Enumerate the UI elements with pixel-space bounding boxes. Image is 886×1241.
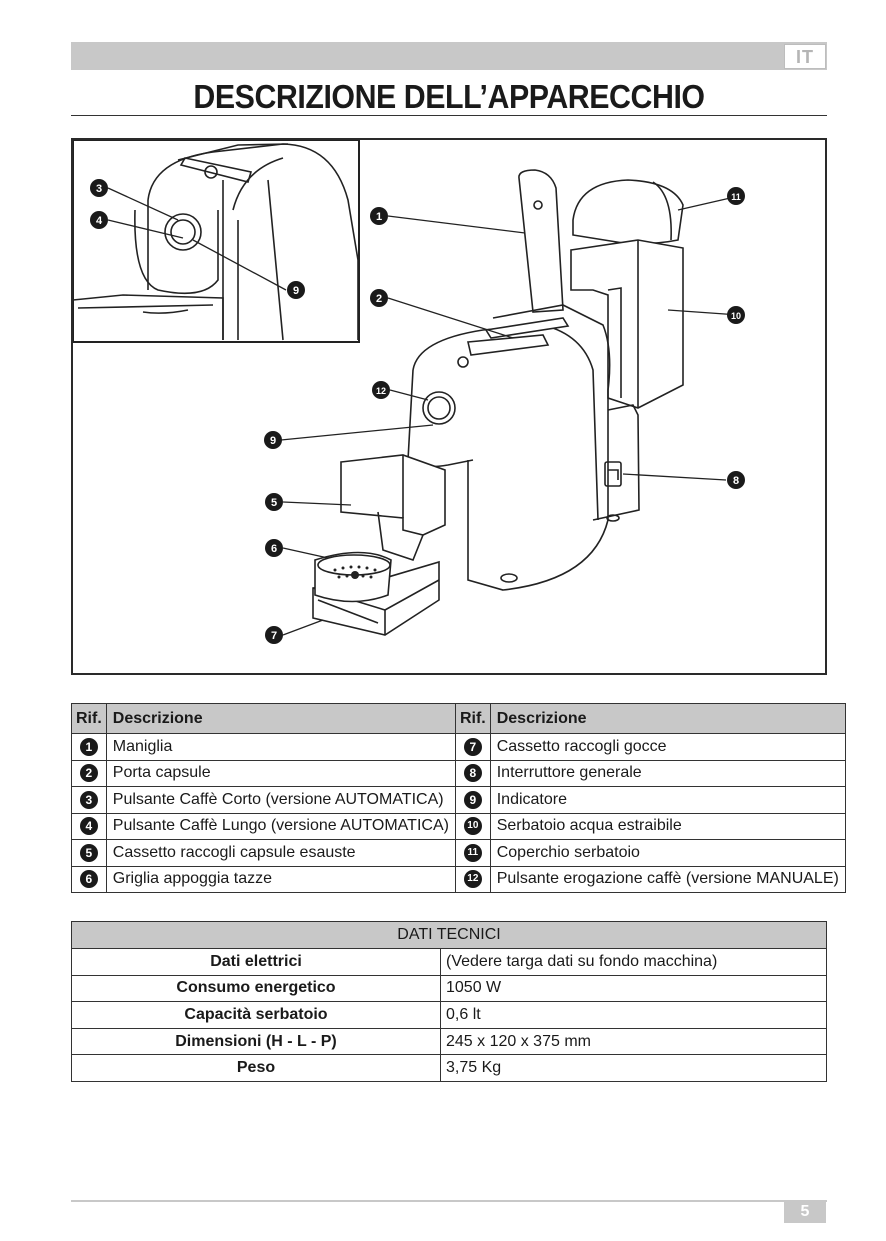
table-row: Dati elettrici (Vedere targa dati su fon… (71, 948, 827, 976)
table-row: 1 Maniglia 7 Cassetto raccogli gocce (71, 733, 846, 761)
spec-label: Dati elettrici (71, 948, 441, 976)
table-row: 5 Cassetto raccogli capsule esauste 11 C… (71, 839, 846, 867)
ref-badge: 4 (79, 817, 98, 836)
callout-1: 1 (370, 207, 388, 225)
svg-text:11: 11 (731, 192, 741, 202)
spec-label: Dimensioni (H - L - P) (71, 1027, 441, 1056)
spec-value: (Vedere targa dati su fondo macchina) (440, 948, 827, 976)
table-row: 4 Pulsante Caffè Lungo (versione AUTOMAT… (71, 812, 846, 840)
footer-divider (71, 1200, 827, 1202)
ref-badge: 5 (79, 843, 98, 862)
ref-badge: 8 (463, 764, 482, 783)
part-description: Pulsante Caffè Corto (versione AUTOMATIC… (105, 786, 456, 814)
spec-label: Consumo energetico (71, 974, 441, 1003)
ref-badge: 7 (463, 737, 482, 756)
svg-text:2: 2 (376, 293, 382, 305)
technical-data-title: DATI TECNICI (71, 921, 827, 949)
callout-5: 5 (265, 493, 283, 511)
callout-2: 2 (370, 289, 388, 307)
technical-data-table: DATI TECNICI Dati elettrici (Vedere targ… (71, 921, 827, 1082)
ref-badge: 2 (79, 764, 98, 783)
header-desc-right: Descrizione (489, 703, 846, 734)
appliance-illustration: 1 2 3 4 5 6 7 8 9 10 11 12 9 (71, 138, 827, 675)
table-row: Consumo energetico 1050 W (71, 974, 827, 1003)
part-description: Maniglia (105, 733, 456, 761)
svg-text:6: 6 (271, 543, 277, 555)
svg-text:9: 9 (293, 285, 299, 297)
title-divider (71, 115, 827, 116)
svg-text:9: 9 (270, 435, 276, 447)
part-description: Pulsante Caffè Lungo (versione AUTOMATIC… (105, 812, 456, 840)
svg-text:8: 8 (733, 475, 739, 487)
callout-6: 6 (265, 539, 283, 557)
spec-label: Peso (71, 1054, 441, 1082)
callout-3: 3 (90, 179, 108, 197)
callout-7: 7 (265, 626, 283, 644)
svg-text:4: 4 (96, 215, 103, 227)
ref-badge: 10 (463, 817, 482, 836)
part-description: Coperchio serbatoio (489, 839, 846, 867)
spec-value: 0,6 lt (440, 1001, 827, 1029)
svg-text:10: 10 (731, 311, 741, 321)
ref-badge: 3 (79, 790, 98, 809)
coffee-machine-drawing: 1 2 3 4 5 6 7 8 9 10 11 12 9 (73, 140, 745, 644)
spec-label: Capacità serbatoio (71, 1001, 441, 1029)
part-description: Interruttore generale (489, 759, 846, 787)
ref-badge: 1 (79, 737, 98, 756)
ref-badge: 12 (463, 870, 482, 889)
ref-badge: 11 (463, 843, 482, 862)
svg-text:7: 7 (271, 630, 277, 642)
spec-value: 245 x 120 x 375 mm (440, 1027, 827, 1056)
spec-value: 3,75 Kg (440, 1054, 827, 1082)
header-ref-left: Rif. (71, 703, 107, 734)
table-row: 6 Griglia appoggia tazze 12 Pulsante ero… (71, 865, 846, 893)
callout-10: 10 (727, 306, 745, 324)
table-row: 2 Porta capsule 8 Interruttore generale (71, 759, 846, 787)
table-row: Dimensioni (H - L - P) 245 x 120 x 375 m… (71, 1027, 827, 1056)
part-description: Cassetto raccogli capsule esauste (105, 839, 456, 867)
table-row: 3 Pulsante Caffè Corto (versione AUTOMAT… (71, 786, 846, 814)
part-description: Indicatore (489, 786, 846, 814)
svg-text:3: 3 (96, 183, 102, 195)
parts-table: Rif. Descrizione Rif. Descrizione 1 Mani… (71, 703, 846, 893)
language-badge: IT (784, 44, 826, 69)
part-description: Pulsante erogazione caffè (versione MANU… (489, 865, 846, 893)
callout-8: 8 (727, 471, 745, 489)
table-row: Capacità serbatoio 0,6 lt (71, 1001, 827, 1029)
part-description: Serbatoio acqua estraibile (489, 812, 846, 840)
spec-value: 1050 W (440, 974, 827, 1003)
callout-9-inset: 9 (287, 281, 305, 299)
header-desc-left: Descrizione (105, 703, 456, 734)
ref-badge: 9 (463, 790, 482, 809)
part-description: Griglia appoggia tazze (105, 865, 456, 893)
ref-badge: 6 (79, 870, 98, 889)
part-description: Porta capsule (105, 759, 456, 787)
page-title: DESCRIZIONE DELL’APPARECCHIO (193, 78, 705, 115)
parts-table-header: Rif. Descrizione Rif. Descrizione (71, 703, 846, 734)
callout-4: 4 (90, 211, 108, 229)
callout-9: 9 (264, 431, 282, 449)
page-number: 5 (784, 1201, 826, 1223)
svg-text:12: 12 (376, 386, 386, 396)
callout-12: 12 (372, 381, 390, 399)
svg-text:5: 5 (271, 497, 277, 509)
header-ref-right: Rif. (454, 703, 491, 734)
callout-11: 11 (727, 187, 745, 205)
header-bar (71, 42, 827, 70)
svg-text:1: 1 (376, 211, 382, 223)
table-row: Peso 3,75 Kg (71, 1054, 827, 1082)
part-description: Cassetto raccogli gocce (489, 733, 846, 761)
